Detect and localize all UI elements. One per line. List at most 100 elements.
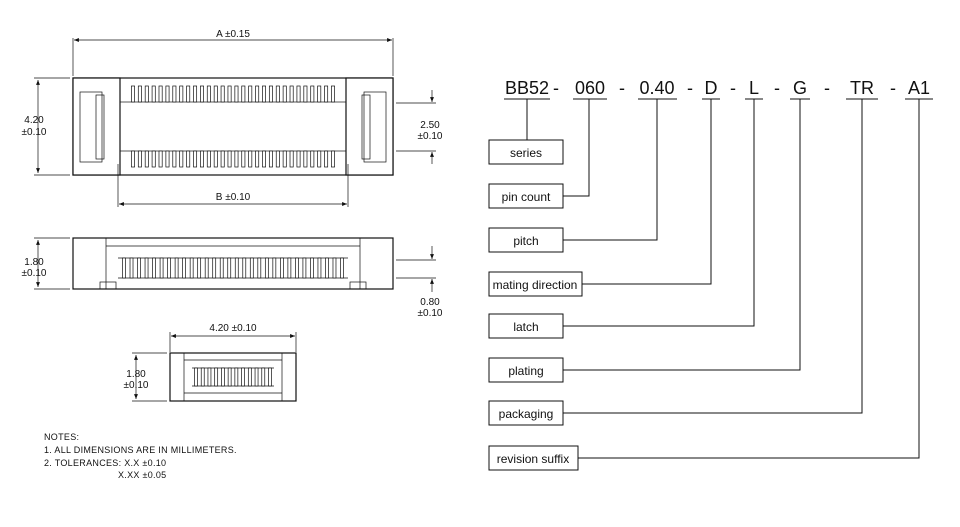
pin [227, 85, 232, 103]
pin [268, 85, 273, 103]
pin [331, 85, 335, 103]
pin [182, 257, 186, 279]
field-box-pitch: pitch [488, 227, 564, 253]
pin [310, 85, 315, 103]
pin [275, 150, 280, 168]
pin [289, 150, 294, 168]
pin [317, 85, 322, 103]
top-view: A ±0.15 4.20 ±0.10 2.50 ±0.10 B ±0.10 [22, 29, 443, 207]
pin [165, 85, 170, 103]
dim-side-height-tol: ±0.10 [22, 268, 47, 279]
pin [172, 150, 177, 168]
field-box-plating: plating [488, 357, 564, 383]
pn-segment-mating-direction: D [705, 78, 718, 98]
pin [241, 85, 246, 103]
pin [295, 257, 299, 279]
field-box-latch: latch [488, 313, 564, 339]
pn-segment-plating: G [793, 78, 807, 98]
svg-text:latch: latch [513, 320, 538, 334]
pin [174, 257, 179, 279]
side-view: 1.80 ±0.10 0.80 ±0.10 [22, 237, 443, 319]
note-line-2: 2. TOLERANCES: X.X ±0.10 [44, 458, 166, 468]
pin [179, 85, 184, 103]
pn-separator: - [619, 78, 625, 98]
pin [186, 85, 191, 103]
side-view-pins [122, 257, 344, 279]
pin [248, 150, 253, 168]
pin [227, 257, 232, 279]
pin [331, 150, 335, 168]
pin [213, 85, 218, 103]
top-view-body [72, 77, 394, 176]
pin [255, 85, 260, 103]
dim-end-height-value: 1.80 [126, 369, 146, 380]
pin [310, 257, 314, 279]
pin [221, 367, 225, 387]
pin [242, 257, 247, 279]
pn-segment-series: BB52 [505, 78, 549, 98]
pin [303, 150, 308, 168]
pin [158, 150, 163, 168]
svg-text:revision suffix: revision suffix [497, 452, 569, 466]
svg-text:pitch: pitch [513, 234, 538, 248]
pin [255, 150, 260, 168]
pin [262, 150, 266, 168]
field-box-revision-suffix: revision suffix [488, 445, 579, 471]
pin [261, 367, 266, 387]
pin [268, 150, 273, 168]
dim-inner-value: 2.50 [420, 120, 440, 131]
pin [206, 85, 211, 103]
pin [200, 85, 204, 103]
pin [197, 257, 202, 279]
pin [144, 85, 149, 103]
pin [144, 150, 149, 168]
pin [131, 150, 135, 168]
field-box-packaging: packaging [488, 400, 564, 426]
pin [241, 367, 245, 387]
pn-segment-latch: L [749, 78, 759, 98]
pin [151, 85, 156, 103]
note-line-3: X.XX ±0.05 [118, 470, 166, 480]
pin [227, 367, 232, 387]
pn-separator: - [890, 78, 896, 98]
pin [332, 257, 337, 279]
end-view: 4.20 ±0.10 1.80 ±0.10 [124, 323, 297, 402]
pin [317, 257, 322, 279]
pn-separator: - [730, 78, 736, 98]
pin [219, 257, 224, 279]
pin [144, 257, 149, 279]
dim-side-height-value: 1.80 [24, 257, 44, 268]
pin [137, 257, 141, 279]
pin [302, 257, 307, 279]
pin [296, 150, 301, 168]
note-line-1: 1. ALL DIMENSIONS ARE IN MILLIMETERS. [44, 445, 237, 455]
pin [165, 150, 170, 168]
pin [272, 257, 277, 279]
pin [234, 150, 239, 168]
dim-top-height-value: 4.20 [24, 115, 44, 126]
pin [303, 85, 308, 103]
svg-text:pin count: pin count [502, 190, 551, 204]
pin [151, 150, 156, 168]
pin [241, 150, 246, 168]
svg-text:series: series [510, 146, 542, 160]
pin [310, 150, 315, 168]
pin [282, 85, 287, 103]
pin [200, 150, 204, 168]
pin [227, 150, 232, 168]
pin [264, 257, 269, 279]
pin [122, 257, 126, 279]
pin [247, 367, 252, 387]
pin [159, 257, 164, 279]
pin [234, 367, 239, 387]
pin [282, 150, 287, 168]
pn-separator: - [687, 78, 693, 98]
dim-standoff-tol: ±0.10 [418, 308, 443, 319]
pin [137, 85, 142, 103]
pin [249, 257, 254, 279]
pin [324, 85, 329, 103]
pin [234, 85, 239, 103]
pin [158, 85, 163, 103]
pin [262, 85, 266, 103]
